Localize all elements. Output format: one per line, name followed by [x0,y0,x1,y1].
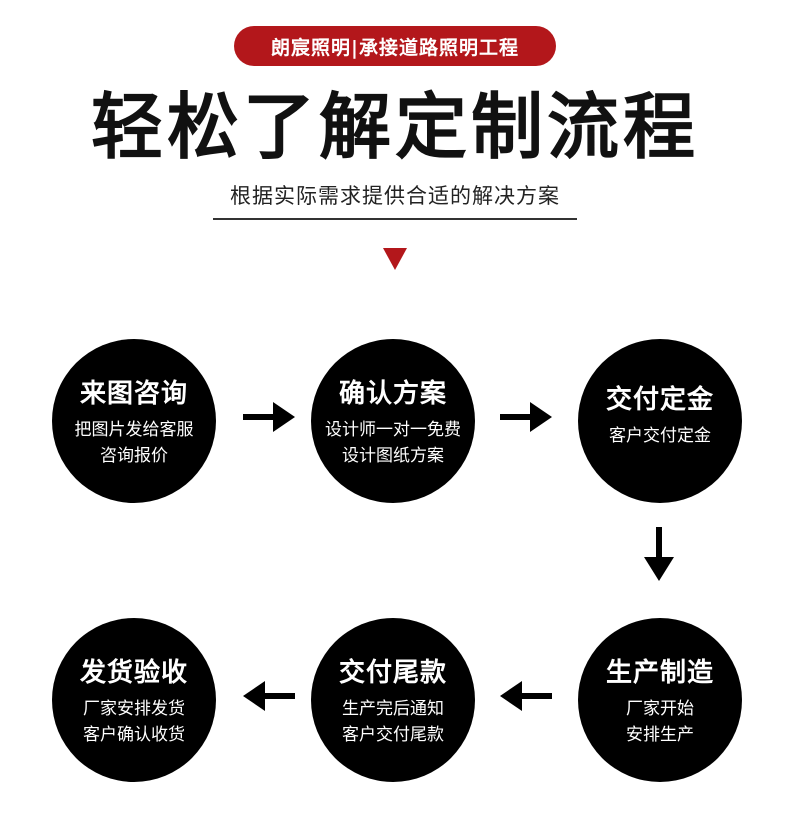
step-circle-delivery: 发货验收 厂家安排发货 客户确认收货 [52,618,216,782]
step-title: 来图咨询 [79,379,188,409]
step-desc-line: 客户确认收货 [83,725,185,745]
step-desc-line: 生产完后通知 [342,699,444,719]
header-badge: 朗宸照明|承接道路照明工程 [234,26,556,66]
step-desc-line: 设计师一对一免费 [325,420,461,440]
step-title: 交付定金 [605,385,714,415]
page-title: 轻松了解定制流程 [90,85,699,169]
step-circle-final-payment: 交付尾款 生产完后通知 客户交付尾款 [311,618,475,782]
step-circle-deposit: 交付定金 客户交付定金 [578,339,742,503]
step-desc-line: 把图片发给客服 [74,420,194,440]
step-desc-line: 咨询报价 [100,446,168,466]
step-desc-line: 厂家开始 [626,699,694,719]
step-circle-production: 生产制造 厂家开始 安排生产 [578,618,742,782]
step-desc-line: 设计图纸方案 [342,446,444,466]
step-desc-line: 安排生产 [626,725,694,745]
step-title: 发货验收 [79,658,188,688]
down-triangle-icon [383,248,407,270]
step-circle-consult: 来图咨询 把图片发给客服 咨询报价 [52,339,216,503]
subtitle-underline [213,218,577,220]
arrow-down-icon [644,527,674,581]
page-subtitle: 根据实际需求提供合适的解决方案 [230,184,560,208]
step-title: 生产制造 [605,658,714,688]
step-desc-line: 厂家安排发货 [83,699,185,719]
step-title: 交付尾款 [338,658,447,688]
arrow-right-icon [500,402,552,432]
arrow-left-icon [243,681,295,711]
arrow-right-icon [243,402,295,432]
arrow-left-icon [500,681,552,711]
step-desc-line: 客户交付尾款 [342,725,444,745]
step-desc-line: 客户交付定金 [609,426,711,446]
step-title: 确认方案 [338,379,447,409]
step-circle-confirm-plan: 确认方案 设计师一对一免费 设计图纸方案 [311,339,475,503]
